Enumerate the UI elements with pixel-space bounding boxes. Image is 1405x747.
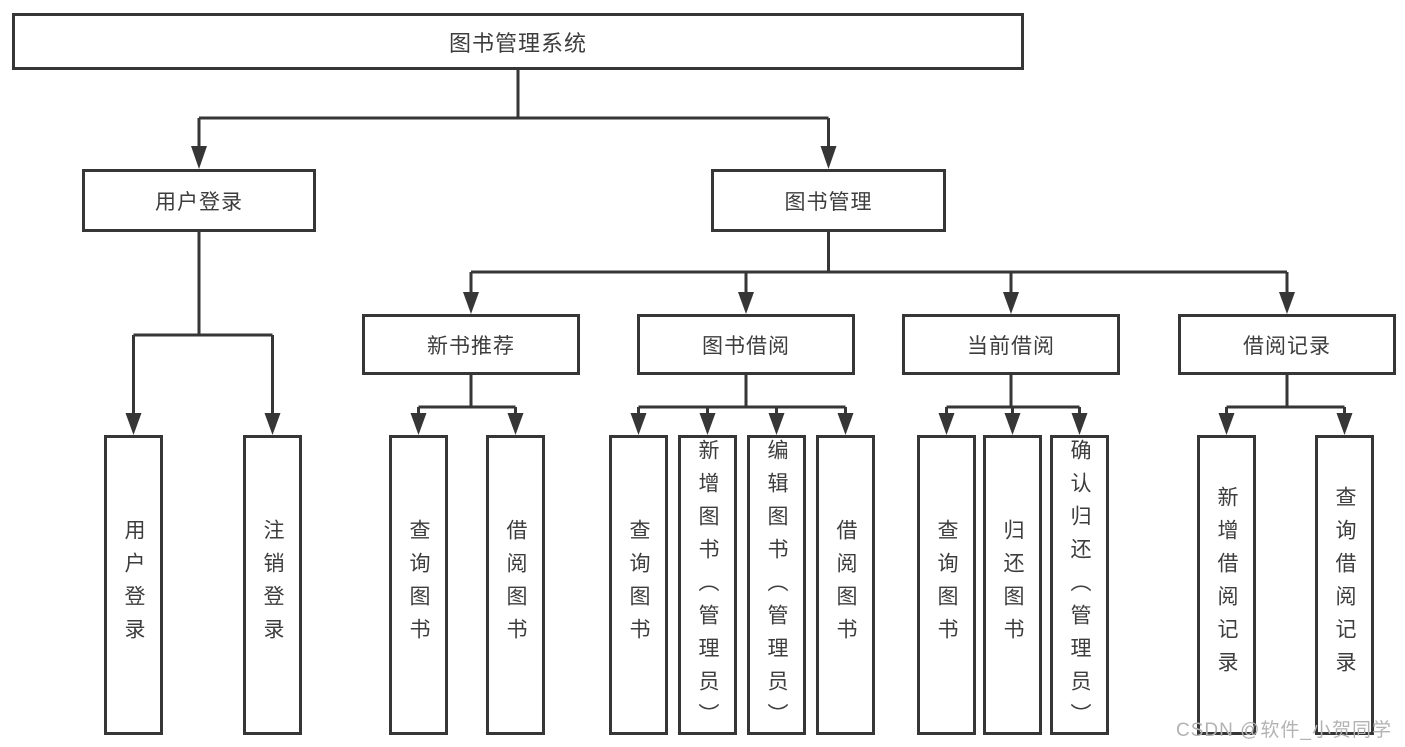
leaf-query-books-current: 查询图书: [917, 435, 976, 735]
node-borrowing-records: 借阅记录: [1178, 314, 1396, 375]
node-current-borrowing: 当前借阅: [902, 314, 1120, 375]
leaf-label: 用户登录: [122, 519, 145, 651]
leaf-label: 查询图书: [407, 519, 430, 651]
node-book-borrowing: 图书借阅: [637, 314, 855, 375]
leaf-return-book: 归还图书: [983, 435, 1042, 735]
leaf-confirm-return-admin: 确认归还（管理员）: [1050, 435, 1109, 736]
leaf-borrow-books-recommend: 借阅图书: [486, 435, 545, 735]
leaf-query-borrow-record: 查询借阅记录: [1315, 435, 1374, 735]
node-library-management-system: 图书管理系统: [12, 13, 1024, 70]
leaf-query-books-borrow: 查询图书: [609, 435, 668, 735]
leaf-label: 借阅图书: [504, 519, 527, 651]
leaf-borrow-books: 借阅图书: [816, 435, 875, 735]
leaf-label: 查询图书: [935, 519, 958, 651]
leaf-query-books-recommend: 查询图书: [389, 435, 448, 735]
leaf-label: 借阅图书: [834, 519, 857, 651]
leaf-label: 新增图书（管理员）: [696, 439, 719, 736]
leaf-add-borrow-record: 新增借阅记录: [1197, 435, 1256, 735]
node-new-book-recommendation: 新书推荐: [362, 314, 580, 375]
node-user-login: 用户登录: [82, 169, 316, 232]
leaf-edit-book-admin: 编辑图书（管理员）: [747, 435, 806, 736]
leaf-label: 归还图书: [1001, 519, 1024, 651]
leaf-label: 查询图书: [627, 519, 650, 651]
leaf-label: 确认归还（管理员）: [1068, 439, 1091, 736]
leaf-label: 编辑图书（管理员）: [765, 439, 788, 736]
leaf-label: 注销登录: [261, 519, 284, 651]
leaf-label: 查询借阅记录: [1333, 486, 1356, 684]
csdn-watermark: CSDN @软件_小贺同学: [1176, 720, 1392, 741]
leaf-user-login: 用户登录: [104, 435, 163, 735]
leaf-add-book-admin: 新增图书（管理员）: [678, 435, 737, 736]
leaf-label: 新增借阅记录: [1215, 486, 1238, 684]
node-book-management: 图书管理: [711, 169, 946, 232]
leaf-logout: 注销登录: [243, 435, 302, 735]
